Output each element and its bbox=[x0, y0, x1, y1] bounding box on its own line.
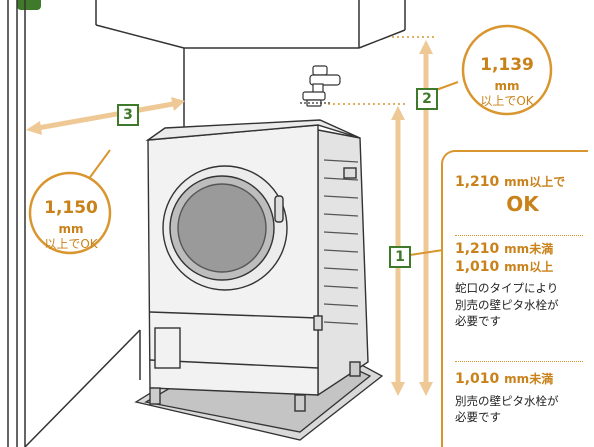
width-suffix: 以上でOK bbox=[44, 237, 98, 252]
cond1-unit: mm bbox=[504, 175, 530, 189]
cond2-unit2: mm bbox=[504, 259, 530, 274]
cond1-value: 1,210 bbox=[455, 174, 500, 190]
callout-connectors bbox=[87, 81, 459, 256]
width-callout: 1,150 mm 以上でOK bbox=[34, 198, 108, 252]
cond2-value1: 1,210 bbox=[455, 241, 500, 257]
height-suffix: 以上でOK bbox=[480, 94, 534, 109]
cond3-note-line: 必要です bbox=[455, 410, 501, 425]
cond2-note-line: 必要です bbox=[455, 314, 501, 329]
corner-tab bbox=[17, 0, 41, 10]
marker-1: 1 bbox=[389, 246, 411, 268]
cond1-result: OK bbox=[506, 191, 539, 216]
width-callout-circle bbox=[28, 171, 112, 255]
height-conditions-panel: 1,210 mm以上で OK 1,210 mm未満 1,010 mm以上 蛇口の… bbox=[441, 150, 588, 447]
condition-low: 1,010 mm未満 別売の壁ピタ水栓が 必要です bbox=[455, 371, 590, 426]
cond3-note: 別売の壁ピタ水栓が 必要です bbox=[455, 393, 590, 426]
cond1-cond: 以上で bbox=[529, 175, 566, 189]
cond3-unit: mm bbox=[504, 372, 530, 386]
cond2-cond2: 以上 bbox=[529, 259, 554, 274]
width-arrow-3 bbox=[26, 97, 185, 135]
cond2-note-line: 蛇口のタイプにより bbox=[455, 281, 559, 295]
cond3-cond: 未満 bbox=[529, 372, 554, 386]
marker-2: 2 bbox=[416, 88, 438, 110]
room-walls bbox=[7, 0, 406, 447]
cond3-value: 1,010 bbox=[455, 371, 500, 387]
height-callout: 1,139 mm 以上でOK bbox=[467, 55, 547, 109]
marker-3: 3 bbox=[117, 104, 139, 126]
washing-machine bbox=[145, 119, 369, 412]
faucet bbox=[300, 65, 341, 107]
divider-1 bbox=[455, 235, 583, 236]
cond2-value2: 1,010 bbox=[455, 258, 500, 275]
width-value: 1,150 bbox=[44, 198, 98, 218]
width-unit: mm bbox=[58, 221, 84, 236]
height-unit: mm bbox=[494, 78, 520, 93]
cond2-cond1: 未満 bbox=[529, 242, 554, 256]
cond3-note-line: 別売の壁ピタ水栓が bbox=[455, 393, 559, 408]
condition-mid: 1,210 mm未満 1,010 mm以上 蛇口のタイプにより 別売の壁ピタ水栓… bbox=[455, 241, 590, 330]
condition-ok: 1,210 mm以上で OK bbox=[455, 174, 590, 216]
cond2-note: 蛇口のタイプにより 別売の壁ピタ水栓が 必要です bbox=[455, 280, 590, 330]
height-value: 1,139 bbox=[480, 55, 534, 75]
cond2-unit1: mm bbox=[504, 242, 530, 256]
height-callout-circle bbox=[461, 24, 553, 116]
height-guides bbox=[328, 36, 436, 105]
cond2-note-line: 別売の壁ピタ水栓が bbox=[455, 297, 559, 312]
divider-2 bbox=[455, 361, 583, 362]
